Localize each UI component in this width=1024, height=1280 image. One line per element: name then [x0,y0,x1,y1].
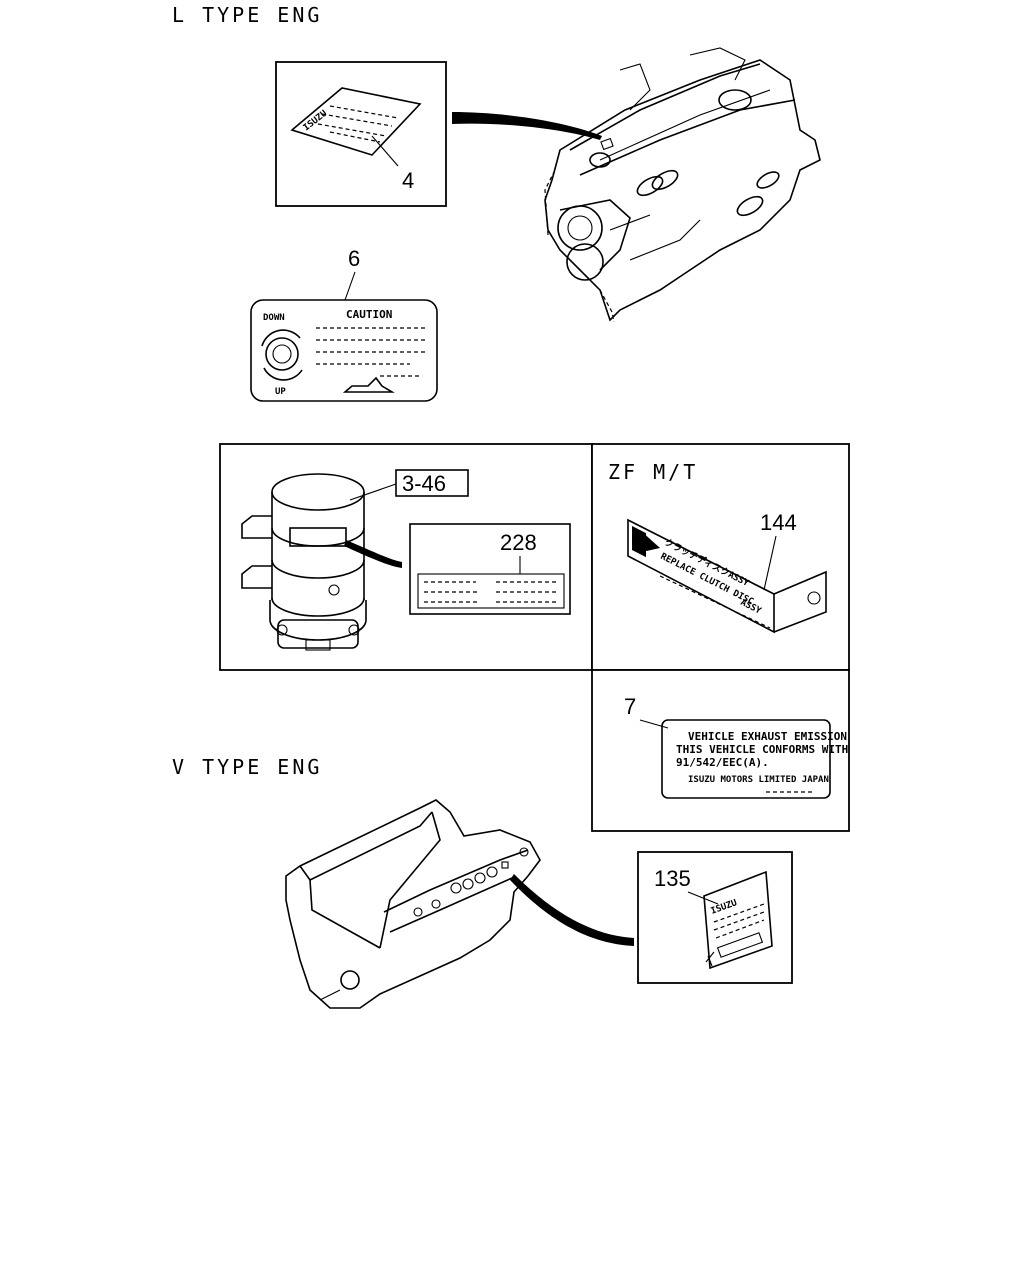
inset-part-4: ISUZU 4 [275,61,447,207]
callout-4: 4 [402,168,414,193]
leader-arrow-228 [344,540,402,568]
callout-135: 135 [654,866,691,891]
emission-line-2: THIS VEHICLE CONFORMS WITH [676,743,848,756]
inset-part-135: 135 ISUZU [637,851,793,984]
callout-7: 7 [624,694,636,719]
canister-drawing [241,473,367,651]
caution-label-6: 6 CAUTION DOWN UP [250,246,438,402]
arrow-icon [640,530,660,552]
callout-228: 228 [500,530,537,555]
caution-title: CAUTION [346,308,392,321]
caution-down-text: DOWN [263,313,285,323]
emission-line-1: VEHICLE EXHAUST EMISSION [688,730,847,743]
panel-part-3-46: 3-46 228 [219,443,593,671]
caution-up-text: UP [275,387,286,397]
callout-144: 144 [760,510,797,535]
callout-6: 6 [348,246,360,271]
emission-line-3: 91/542/EEC(A). [676,756,769,769]
leader-arrow-135 [510,874,634,946]
l-type-engine-drawing [544,47,821,323]
l-type-heading: L TYPE ENG [172,3,322,27]
v-type-heading: V TYPE ENG [172,755,322,779]
panel-zf-mt: ZF M/T 144 クラッチディスクASSY REPLACE CLUTCH D… [591,443,850,671]
rotate-arrow-icon [261,329,301,347]
leader-arrow-4 [452,112,602,140]
emission-line-4: ISUZU MOTORS LIMITED JAPAN [688,775,829,785]
panel-part-7: 7 VEHICLE EXHAUST EMISSION THIS VEHICLE … [591,669,850,832]
v-type-engine-drawing [285,799,541,1009]
label-228: 228 [409,523,571,615]
hand-lever-icon [342,376,395,393]
zf-mt-heading: ZF M/T [608,460,698,484]
callout-3-46: 3-46 [402,471,446,496]
